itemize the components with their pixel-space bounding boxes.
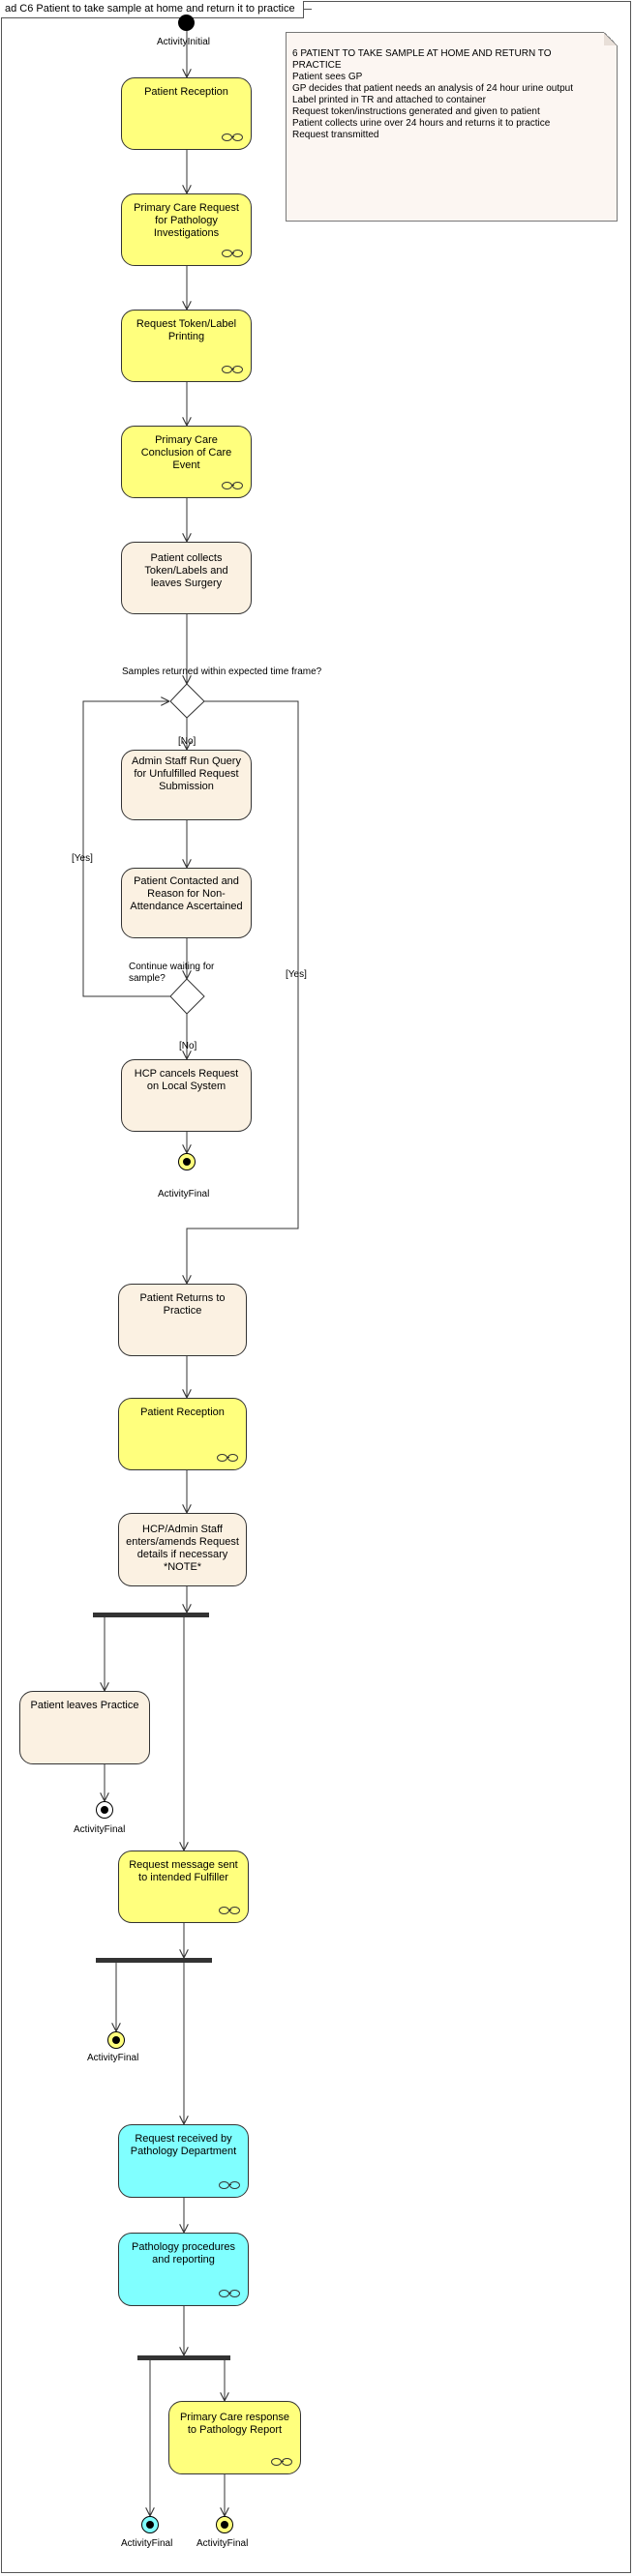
scenario-note: 6 PATIENT TO TAKE SAMPLE AT HOME AND RET… [286, 32, 618, 222]
subactivity-icon [222, 482, 243, 489]
activity-label: Patient Returns to Practice [139, 1292, 226, 1317]
activity-final-label: ActivityFinal [158, 1189, 210, 1199]
activity-final-node [107, 2031, 125, 2049]
activity-label: Primary Care Conclusion of Care Event [140, 434, 232, 471]
note-line: Request token/instructions generated and… [292, 106, 540, 117]
activity-label: Admin Staff Run Query for Unfulfilled Re… [132, 755, 241, 792]
activity-final-node [178, 1153, 196, 1170]
activity-label: Request received by Pathology Department [130, 2133, 237, 2157]
activity-label: Primary Care response to Pathology Repor… [179, 2412, 290, 2436]
activity-label: Patient leaves Practice [30, 1700, 139, 1711]
activity-hcp-cancels-request[interactable]: HCP cancels Request on Local System [121, 1059, 252, 1132]
activity-label: Pathology procedures and reporting [131, 2241, 235, 2265]
guard-no: [No] [178, 736, 196, 747]
activity-patient-reception-2[interactable]: Patient Reception [118, 1398, 247, 1470]
activity-primary-care-response[interactable]: Primary Care response to Pathology Repor… [168, 2401, 301, 2474]
activity-label: Patient Reception [144, 86, 228, 98]
decision-continue-waiting [169, 978, 205, 1015]
activity-label: HCP/Admin Staff enters/amends Request de… [126, 1524, 239, 1573]
note-line: Patient collects urine over 24 hours and… [292, 118, 551, 129]
activity-initial-node [178, 15, 195, 31]
activity-label: HCP cancels Request on Local System [134, 1068, 239, 1092]
activity-admin-staff-query[interactable]: Admin Staff Run Query for Unfulfilled Re… [121, 750, 252, 820]
activity-label: Patient collects Token/Labels and leaves… [144, 552, 228, 589]
subactivity-icon [217, 1454, 238, 1462]
activity-patient-contacted[interactable]: Patient Contacted and Reason for Non-Att… [121, 868, 252, 938]
activity-primary-care-conclusion[interactable]: Primary Care Conclusion of Care Event [121, 426, 252, 498]
activity-primary-care-request[interactable]: Primary Care Request for Pathology Inves… [121, 193, 252, 266]
subactivity-icon [219, 2290, 240, 2297]
activity-final-node [216, 2516, 233, 2533]
edge [187, 700, 299, 1284]
activity-label: Patient Reception [140, 1406, 225, 1418]
activity-final-label: ActivityFinal [196, 2538, 249, 2549]
note-line: Patient sees GP [292, 72, 363, 82]
subactivity-icon [222, 133, 243, 141]
note-line: GP decides that patient needs an analysi… [292, 83, 574, 94]
activity-request-token-printing[interactable]: Request Token/Label Printing [121, 310, 252, 382]
subactivity-icon [222, 366, 243, 373]
activity-initial-label: ActivityInitial [157, 37, 211, 47]
activity-label: Request message sent to intended Fulfill… [129, 1859, 238, 1883]
subactivity-icon [222, 250, 243, 257]
guard-continue-waiting: Continue waiting for sample? [129, 962, 215, 984]
decision-samples-returned [169, 683, 205, 719]
guard-yes: [Yes] [72, 853, 93, 864]
activity-patient-returns[interactable]: Patient Returns to Practice [118, 1284, 247, 1356]
activity-final-label: ActivityFinal [74, 1824, 126, 1835]
guard-samples-returned: Samples returned within expected time fr… [122, 666, 322, 677]
fork-bar [96, 1958, 212, 1963]
subactivity-icon [219, 1907, 240, 1914]
activity-hcp-admin-enters-request[interactable]: HCP/Admin Staff enters/amends Request de… [118, 1513, 247, 1586]
note-line: Label printed in TR and attached to cont… [292, 95, 486, 105]
note-line: Request transmitted [292, 130, 379, 140]
activity-patient-reception[interactable]: Patient Reception [121, 77, 252, 150]
activity-request-message-sent[interactable]: Request message sent to intended Fulfill… [118, 1851, 249, 1923]
activity-label: Primary Care Request for Pathology Inves… [134, 202, 239, 239]
activity-label: Patient Contacted and Reason for Non-Att… [130, 875, 243, 912]
activity-final-label: ActivityFinal [87, 2053, 139, 2063]
fork-bar [137, 2355, 230, 2360]
guard-yes: [Yes] [286, 969, 307, 980]
activity-final-node [141, 2516, 159, 2533]
activity-patient-collects-token[interactable]: Patient collects Token/Labels and leaves… [121, 542, 252, 614]
note-heading: 6 PATIENT TO TAKE SAMPLE AT HOME AND RET… [292, 48, 552, 71]
activity-label: Request Token/Label Printing [136, 318, 237, 342]
subactivity-icon [271, 2458, 292, 2466]
activity-pathology-procedures[interactable]: Pathology procedures and reporting [118, 2233, 249, 2306]
activity-patient-leaves-practice[interactable]: Patient leaves Practice [19, 1691, 150, 1764]
guard-no: [No] [179, 1041, 197, 1051]
subactivity-icon [219, 2181, 240, 2189]
edge [82, 701, 170, 997]
fork-bar [93, 1613, 209, 1617]
activity-final-label: ActivityFinal [121, 2538, 173, 2549]
activity-final-node [96, 1801, 113, 1819]
diagram-title: ad C6 Patient to take sample at home and… [1, 1, 304, 18]
activity-request-received-pathology[interactable]: Request received by Pathology Department [118, 2124, 249, 2198]
